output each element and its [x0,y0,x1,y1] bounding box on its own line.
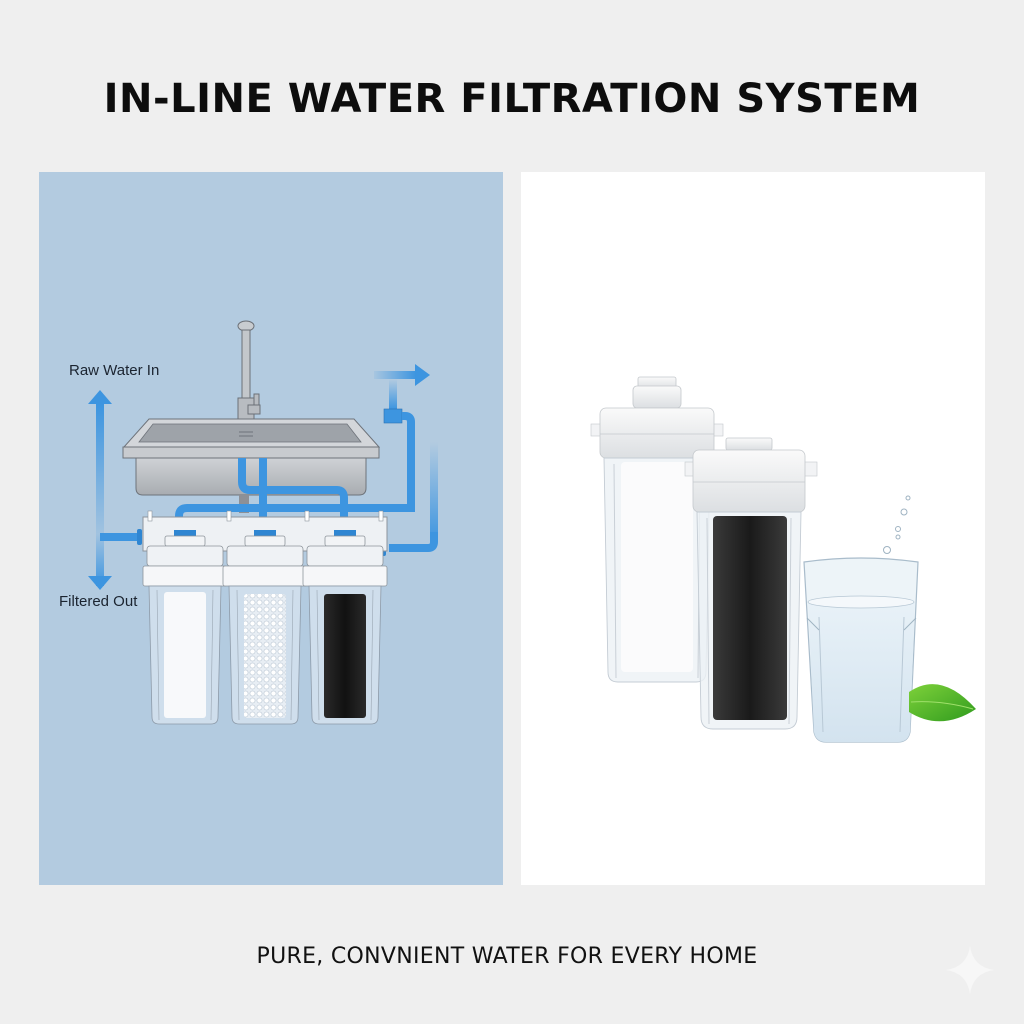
tagline: PURE, CONVNIENT WATER FOR EVERY HOME [256,944,758,969]
filtered-out-label: Filtered Out [59,593,138,610]
sink [122,418,381,513]
green-leaf [909,684,976,722]
product-photo [590,376,976,743]
sparkle-icon [946,946,994,994]
plumbing-diagram [88,320,438,725]
faucet [237,320,261,421]
bubbles [883,495,911,554]
raw-water-in-label: Raw Water In [69,362,160,379]
carbon-filter-housing [684,437,818,730]
filter-housing-carbon [302,530,388,725]
filter-housing-sediment [142,530,228,725]
flow-arrow-vertical [88,390,142,590]
product-panel [521,172,985,885]
white-filter-housing [590,376,724,683]
diagram-panel: Raw Water In Filtered Out [39,172,503,885]
page-title: IN-LINE WATER FILTRATION SYSTEM [103,76,921,122]
glass-of-water [803,557,919,743]
flow-arrow-right [374,364,438,542]
filter-housing-ceramic [222,530,308,725]
